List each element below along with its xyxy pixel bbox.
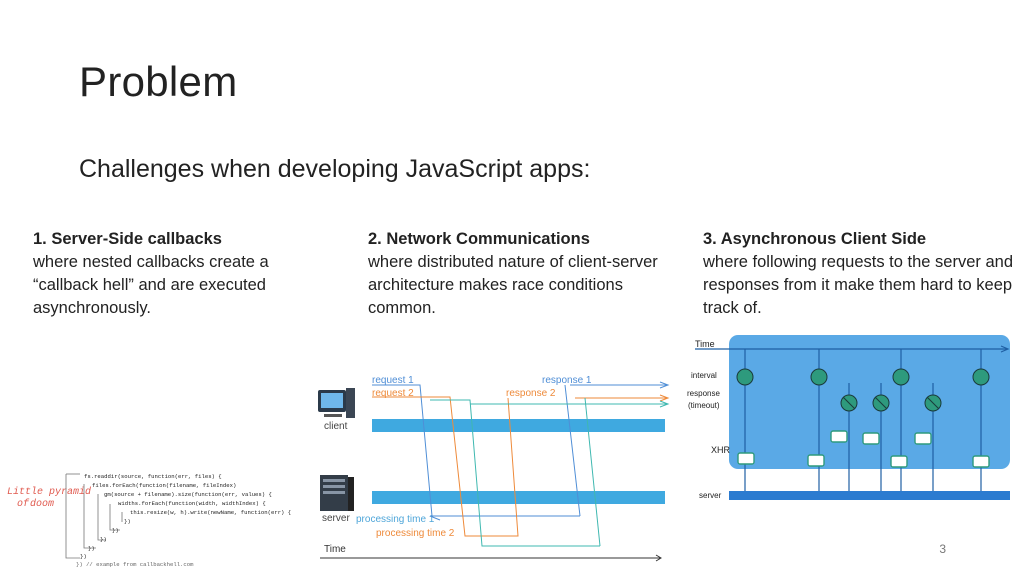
xhr-label: XHR xyxy=(711,445,731,455)
network-race-figure: client server Time request 1 request 2 r… xyxy=(310,360,670,570)
request-2-path xyxy=(372,396,519,537)
server-computer-icon xyxy=(320,475,354,511)
code-line-3: gm(source + filename).size(function(err,… xyxy=(104,491,272,498)
page-number: 3 xyxy=(939,542,946,556)
challenge-heading-3: 3. Asynchronous Client Side xyxy=(703,230,927,248)
challenge-heading-1: 1. Server-Side callbacks xyxy=(33,230,222,248)
challenge-heading-2: 2. Network Communications xyxy=(368,230,590,248)
challenge-column-1: 1. Server-Side callbacks where nested ca… xyxy=(33,228,333,320)
xhr-message-icons xyxy=(737,430,990,468)
challenge-column-2: 2. Network Communications where distribu… xyxy=(368,228,668,320)
server-label: server xyxy=(322,513,350,524)
challenge-column-3: 3. Asynchronous Client Side where follow… xyxy=(703,228,1013,320)
code-line-11: }) // example from callbackhell.com xyxy=(76,561,194,568)
network-time-label: Time xyxy=(324,544,346,555)
code-line-9: }) xyxy=(88,545,95,552)
request-2-label: request 2 xyxy=(372,388,414,399)
code-line-1: fs.readdir(source, function(err, files) … xyxy=(84,473,222,480)
interval-label: interval xyxy=(691,371,717,380)
response-2-label: response 2 xyxy=(506,388,556,399)
async-panel xyxy=(729,335,1010,469)
async-server-bar xyxy=(729,491,1010,500)
request-1-path xyxy=(372,384,580,521)
timeout-label: (timeout) xyxy=(688,401,720,410)
request-1-label: request 1 xyxy=(372,375,414,386)
processing-time-1-label: processing time 1 xyxy=(356,514,435,525)
code-line-2: files.forEach(function(filename, fileInd… xyxy=(92,482,236,489)
client-computer-icon xyxy=(318,388,355,418)
async-client-figure: Time interval response (timeout) XHR ser… xyxy=(683,333,1014,511)
code-line-5: this.resize(w, h).write(newName, functio… xyxy=(130,509,291,516)
pyramid-label-line1: Little pyramid xyxy=(7,486,91,498)
challenge-body-3: where following requests to the server a… xyxy=(703,253,1014,317)
code-line-6: }) xyxy=(124,518,131,525)
callback-pyramid-figure: Little pyramid of doom fs.readdir(source… xyxy=(0,462,330,572)
async-time-label: Time xyxy=(695,339,715,349)
challenge-body-1: where nested callbacks create a “callbac… xyxy=(33,253,269,317)
response-arrows xyxy=(470,381,670,547)
slide-subtitle: Challenges when developing JavaScript ap… xyxy=(79,155,591,183)
code-line-8: }) xyxy=(100,536,107,543)
interval-icons xyxy=(736,368,990,386)
processing-time-2-label: processing time 2 xyxy=(376,528,455,539)
response-label: response xyxy=(687,389,720,398)
challenge-body-2: where distributed nature of client-serve… xyxy=(368,253,658,317)
pyramid-outline xyxy=(65,473,123,559)
pyramid-label-of: of xyxy=(17,498,30,510)
pyramid-code: fs.readdir(source, function(err, files) … xyxy=(76,473,291,568)
client-timeline-bar xyxy=(372,419,665,432)
teal-path xyxy=(430,399,600,547)
code-line-7: }) xyxy=(112,527,119,534)
response-1-label: response 1 xyxy=(542,375,592,386)
code-line-4: widths.forEach(function(width, widthInde… xyxy=(118,500,266,507)
server-timeline-bar xyxy=(372,491,665,504)
client-label: client xyxy=(324,421,348,432)
pyramid-label: Little pyramid of doom xyxy=(7,486,91,510)
timeout-icons xyxy=(840,394,942,412)
async-server-label: server xyxy=(699,491,722,500)
pyramid-label-doom: doom xyxy=(30,498,54,510)
slide-title: Problem xyxy=(79,58,238,105)
code-line-10: }) xyxy=(80,553,87,560)
